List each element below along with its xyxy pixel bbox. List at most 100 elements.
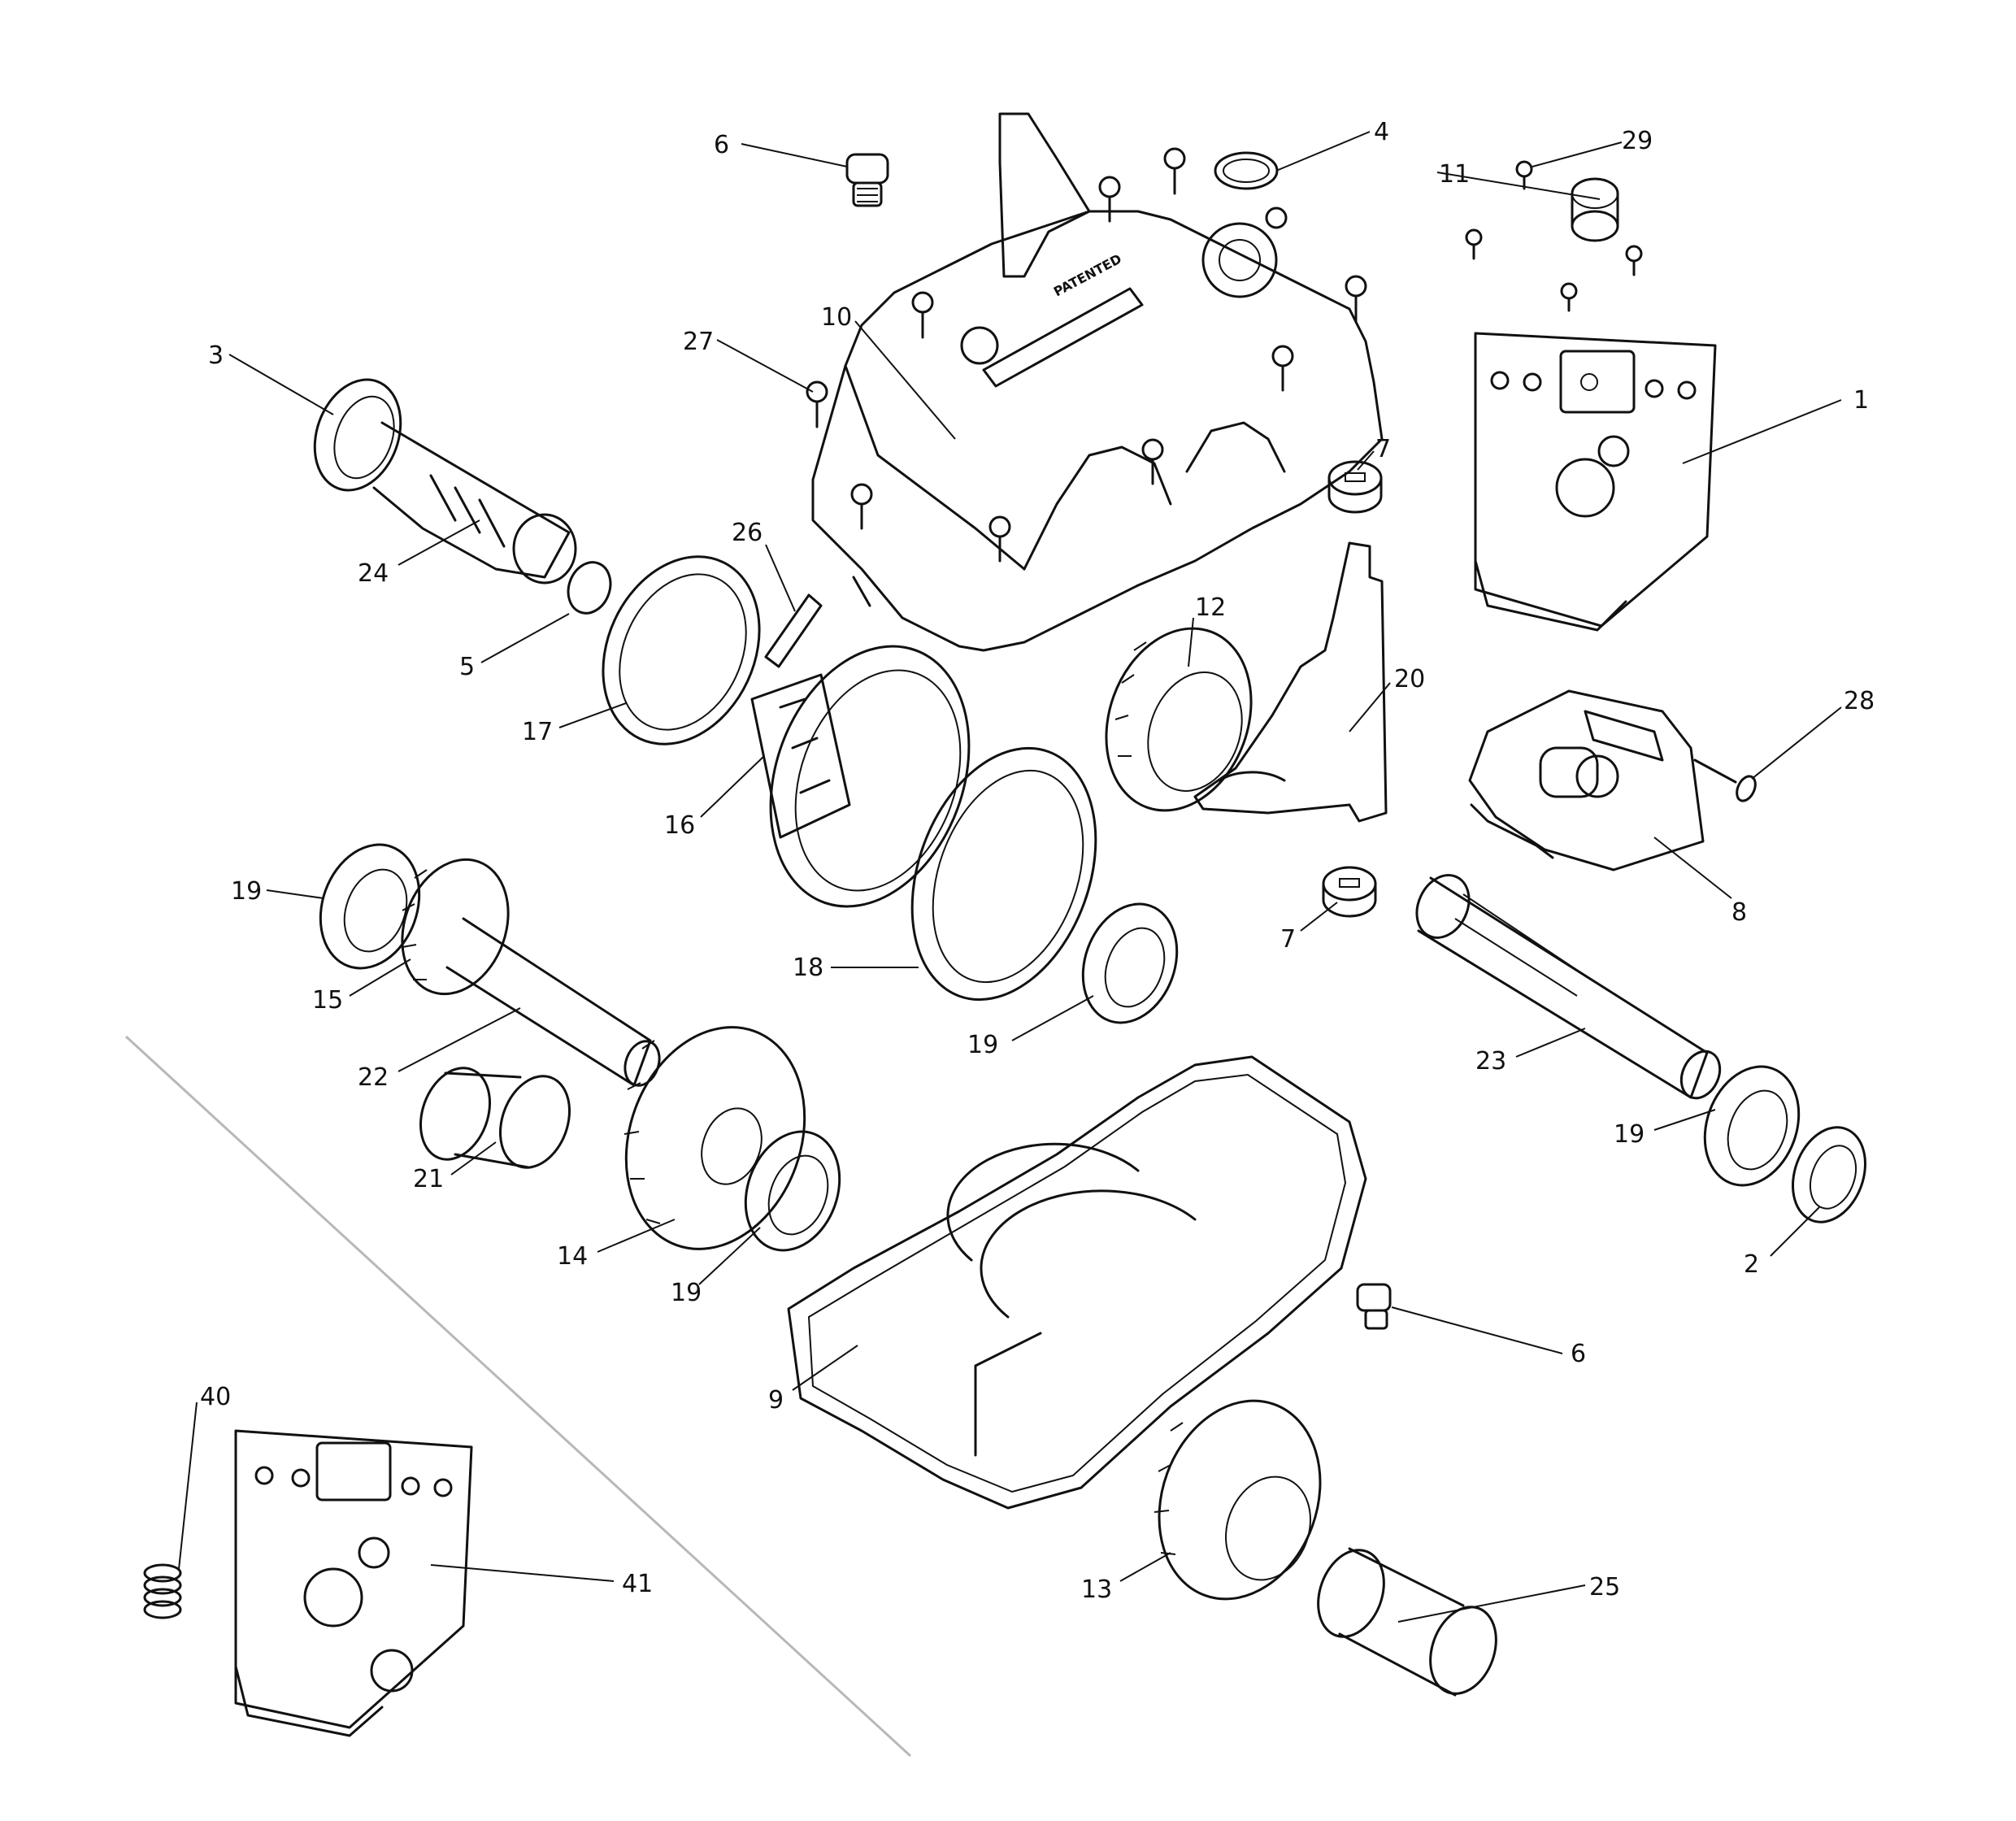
part-16-large-gear	[750, 645, 971, 908]
svg-text:12: 12	[1195, 593, 1226, 622]
part-24-shaft	[372, 421, 577, 585]
svg-text:4: 4	[1374, 118, 1389, 146]
part-28-screw	[1693, 758, 1757, 802]
svg-text:17: 17	[522, 718, 553, 746]
callout-41: 41	[430, 1564, 653, 1598]
callout-15: 15	[312, 958, 411, 1015]
callout-7-top: 7	[1357, 435, 1391, 471]
svg-text:16: 16	[664, 811, 695, 840]
part-2-seal	[1792, 1126, 1866, 1223]
callout-28: 28	[1751, 687, 1875, 780]
callout-6-top: 6	[714, 131, 848, 167]
part-6-plug-top	[845, 153, 889, 207]
svg-text:19: 19	[231, 877, 262, 906]
svg-text:11: 11	[1439, 160, 1470, 189]
svg-text:26: 26	[732, 519, 763, 547]
part-41-mounting-plate	[234, 1429, 473, 1737]
callout-16: 16	[664, 755, 765, 840]
svg-text:18: 18	[793, 954, 823, 982]
callout-14: 14	[557, 1219, 676, 1271]
part-8-shift-plate	[1468, 689, 1705, 871]
part-19-bearing-d	[1703, 1065, 1801, 1187]
svg-text:19: 19	[671, 1279, 702, 1307]
part-7-cap-bottom	[1322, 866, 1377, 918]
callout-22: 22	[358, 1007, 521, 1092]
part-17-seal-ring	[602, 555, 761, 745]
part-27-screws	[806, 147, 1367, 563]
callout-24: 24	[358, 519, 480, 588]
part-40-spring	[143, 1563, 182, 1619]
callout-8: 8	[1653, 837, 1747, 927]
callout-23: 23	[1475, 1028, 1586, 1076]
part-25-sleeve	[1317, 1547, 1497, 1697]
svg-text:7: 7	[1375, 435, 1391, 463]
callout-10: 10	[821, 303, 956, 440]
part-12-gear	[1105, 627, 1253, 812]
part-21-sleeve	[419, 1067, 571, 1169]
callout-19-a: 19	[231, 877, 324, 906]
callout-1: 1	[1682, 386, 1869, 464]
part-1-mounting-plate	[1474, 332, 1717, 632]
callout-12: 12	[1188, 593, 1226, 667]
callout-5: 5	[459, 613, 570, 681]
svg-text:5: 5	[459, 653, 475, 681]
callout-19-b: 19	[967, 995, 1094, 1059]
callout-40: 40	[178, 1383, 231, 1570]
callout-3: 3	[208, 341, 334, 415]
svg-text:28: 28	[1844, 687, 1875, 715]
callout-9: 9	[768, 1345, 858, 1415]
part-19-bearing-a	[319, 843, 421, 970]
callout-19-c: 19	[671, 1227, 761, 1307]
svg-text:8: 8	[1731, 898, 1747, 927]
part-6-plug-bottom	[1356, 1283, 1392, 1330]
svg-text:29: 29	[1622, 127, 1653, 155]
part-7-cap-top	[1327, 460, 1383, 514]
part-20-shift-fork	[1193, 541, 1388, 823]
svg-text:23: 23	[1475, 1047, 1506, 1076]
part-4-oring	[1214, 151, 1279, 190]
part-18-ring	[910, 746, 1097, 1002]
callout-26: 26	[732, 519, 796, 612]
part-9-lower-housing	[787, 1055, 1367, 1510]
part-22-shaft	[445, 917, 661, 1087]
part-26-pin	[764, 593, 823, 668]
svg-text:2: 2	[1744, 1250, 1759, 1279]
svg-text:19: 19	[967, 1031, 998, 1059]
part-5-ring	[567, 561, 612, 615]
part-23-shaft	[1415, 874, 1722, 1100]
svg-text:27: 27	[683, 328, 714, 356]
part-15-pinion	[401, 858, 510, 996]
callout-29: 29	[1532, 127, 1653, 167]
callout-18: 18	[793, 954, 919, 982]
callout-7-bottom: 7	[1280, 902, 1338, 954]
patented-stamp: PATENTED	[1051, 251, 1124, 300]
part-11-bushing	[1571, 177, 1619, 242]
svg-text:7: 7	[1280, 925, 1296, 954]
svg-text:21: 21	[413, 1165, 444, 1193]
part-13-gear	[1154, 1399, 1322, 1601]
callout-20: 20	[1349, 665, 1425, 732]
svg-text:1: 1	[1853, 386, 1869, 415]
svg-text:9: 9	[768, 1386, 784, 1415]
callout-13: 13	[1081, 1552, 1171, 1604]
part-3-seal	[313, 378, 402, 492]
callout-4: 4	[1275, 118, 1389, 172]
part-19-bearing-b	[1081, 902, 1179, 1024]
callout-2: 2	[1744, 1206, 1820, 1279]
svg-text:6: 6	[1571, 1340, 1586, 1368]
svg-text:20: 20	[1394, 665, 1425, 693]
part-10-upper-housing: PATENTED	[811, 112, 1384, 652]
svg-text:24: 24	[358, 559, 389, 588]
part-19-bearing-c	[744, 1130, 841, 1252]
callout-6-bottom: 6	[1391, 1306, 1586, 1368]
svg-text:10: 10	[821, 303, 852, 332]
part-29-screws	[1465, 160, 1643, 312]
svg-text:13: 13	[1081, 1575, 1112, 1604]
svg-text:14: 14	[557, 1242, 588, 1271]
callout-25: 25	[1397, 1573, 1620, 1623]
svg-text:19: 19	[1614, 1120, 1645, 1149]
svg-text:3: 3	[208, 341, 224, 370]
callout-17: 17	[522, 702, 627, 746]
callout-19-d: 19	[1614, 1109, 1716, 1149]
